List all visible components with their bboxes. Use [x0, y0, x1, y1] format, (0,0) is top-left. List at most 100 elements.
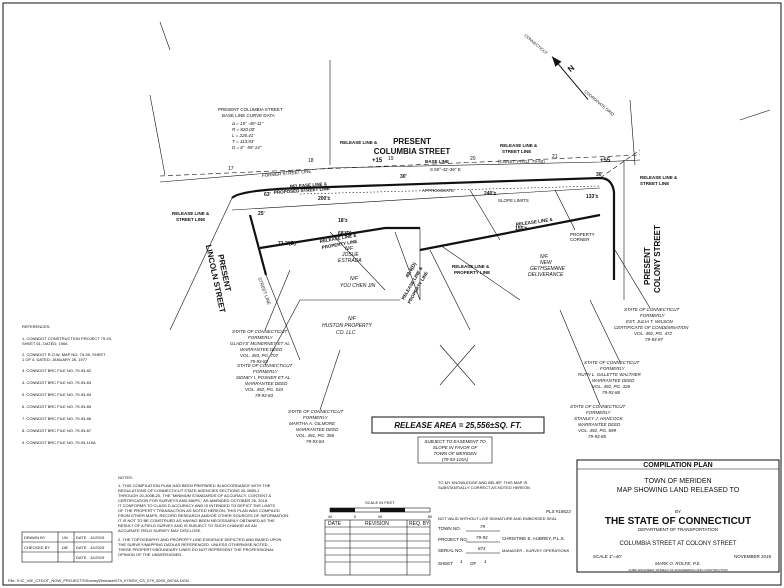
certification-line: TO MY KNOWLEDGE AND BELIEF, THIS MAP IS [438, 480, 528, 485]
notes-title: NOTES: [118, 475, 133, 480]
deed-martha-line: STATE OF CONNECTICUT [288, 409, 345, 414]
deed-hancock-line: WARRANTEE DEED [578, 422, 621, 427]
dim-18: 18'± [338, 218, 348, 224]
owner-josue-1: N/F [345, 246, 354, 252]
deed-hancock-line: FORMERLY [586, 410, 612, 415]
dim-71: 71.2'(D) [278, 241, 296, 247]
reference-item: 4. CONNDOT BRC FILE NO. 79-93-83 [22, 380, 92, 385]
deed-walther-line: STATE OF CONNECTICUT [584, 360, 641, 365]
deed-gladys-line: VOL. 493, PG. 707 [240, 353, 279, 358]
scale-tick: 80 [428, 514, 433, 519]
third-date: 11/2019 [90, 555, 105, 560]
callout-property-2b: PROPERTY LINE [454, 270, 490, 275]
property-corner-label-2: CORNER [570, 237, 590, 242]
reference-item: SHEET 61, DATED: 1966 [22, 341, 68, 346]
deed-martha-line: VOL. 491, PG. 356 [296, 433, 335, 438]
lincoln-street-line-label: STREET LINE [257, 277, 272, 306]
station-15: +15 [372, 158, 383, 164]
deed-sidney: STATE OF CONNECTICUT FORMERLY SIDNEY I. … [236, 363, 294, 398]
callout-columbia-right-2: STREET LINE [502, 149, 531, 154]
revision-header-revision: REVISION [365, 521, 389, 527]
columbia-street-label-2: COLUMBIA STREET [374, 147, 451, 156]
callout-property-4a: RELEASE LINE & [515, 217, 553, 227]
note-line: THROUGH 20-300B-20, THE "MINIMUM STANDAR… [118, 493, 271, 498]
station-19: 19 [388, 156, 394, 162]
project-no-value: 79-93 [476, 535, 488, 540]
note-line: ACCURATE FIELD SURVEY MAY DISCLOSE. [118, 528, 201, 533]
station-21: 21 [552, 154, 558, 160]
engineer-name: MARK O. ROLFE, P.E. [655, 561, 701, 566]
plan-date: NOVEMBER 2019 [734, 554, 772, 559]
note-line: THESE PROPERTY/BOUNDARY LINES DO NOT REP… [118, 547, 275, 552]
file-path: File: X:\C_VIE_CTDOT_NOW_PROJECTS\Survey… [8, 578, 189, 583]
colony-street-label-2: COLONY STREET [653, 225, 662, 293]
scale-segment-1 [330, 508, 355, 512]
town-title: TOWN OF MERIDEN [644, 478, 711, 485]
note-line: IT CONFORMS TO CLASS D ACCURACY AND IS I… [118, 503, 275, 508]
release-line-main [231, 176, 616, 280]
scale-tick: 40 [378, 514, 383, 519]
checked-by-date-label: DATE [76, 545, 87, 550]
location-title: COLUMBIA STREET AT COLONY STREET [620, 541, 737, 547]
deed-wilson-line: VOL. 492, PG. 472 [634, 331, 673, 336]
by-label: BY [675, 509, 681, 514]
deed-wilson-line: FORMERLY [640, 313, 666, 318]
property-release-line-2 [419, 213, 601, 252]
deed-gladys-line: STATE OF CONNECTICUT [232, 329, 289, 334]
scale-bar: SCALE IN FEET 40 0 40 80 [328, 500, 433, 519]
notes-block: NOTES: 1. THIS COMPILATION PLAN HAS BEEN… [118, 475, 289, 557]
drawn-by-label: DRAWN BY [24, 535, 46, 540]
note-line: IT IS NOT TO BE CONSTRUED AS HAVING BEEN… [118, 518, 275, 523]
easement-box [417, 436, 493, 464]
callout-right-2: STREET LINE [640, 181, 669, 186]
revision-block: DATE REVISION REQ. BY [324, 519, 431, 576]
checked-by-date: 11/2019 [90, 545, 105, 550]
third-date-label: DATE [76, 555, 87, 560]
easement-line: (79-93-115A) [442, 457, 469, 462]
sheet-of-label: OF [470, 561, 477, 566]
lot-line-7 [439, 244, 521, 301]
dim-68: 68'(D) [338, 231, 352, 237]
signature-note: NOT VALID WITHOUT LIVE SIGNATURE AND EMB… [438, 516, 558, 521]
ref-leader-4 [159, 21, 171, 51]
owner-you-chen-2: YOU CHEN JIN [340, 283, 376, 289]
deed-walther-line: FORMERLY [600, 366, 626, 371]
curve-delta: Δ = 15° -49'-11" [231, 121, 264, 126]
lot-line-6 [554, 189, 576, 231]
reference-item: 5. CONNDOT BRC FILE NO. 79-93-84 [22, 392, 92, 397]
deed-sidney-line: VOL. 492, PG. 534 [245, 387, 284, 392]
deed-hancock: STATE OF CONNECTICUT FORMERLY STANLEY J.… [570, 404, 627, 439]
pls-number: PLS #18623 [546, 509, 571, 514]
sheet-value: 1 [460, 559, 463, 564]
curve-radius: R = 820.00' [232, 127, 255, 132]
callout-property-1a: RELEASE LINE & [319, 232, 357, 244]
callout-proposed-1: RELEASE LINE & [290, 181, 328, 189]
dim-30a: 30' [400, 174, 407, 180]
dim-30b: 30' [596, 172, 603, 178]
reference-item: 7. CONNDOT BRC FILE NO. 79-93-86 [22, 416, 92, 421]
colony-ramp-line [599, 149, 641, 179]
callout-property-2a: RELEASE LINE & [452, 264, 490, 269]
serial-no-value: 874 [478, 546, 486, 551]
release-area-box [371, 416, 545, 434]
station-20: 20 [470, 156, 476, 162]
lincoln-street-west-line [169, 197, 233, 331]
proposed-street-line [231, 187, 601, 211]
lincoln-release-line [248, 214, 268, 276]
scale-segment-2 [380, 508, 405, 512]
curve-data-title-1: PRESENT COLUMBIA STREET [218, 107, 283, 112]
const-proj-label: (CONST. PROJ. 79-93) [498, 159, 545, 164]
state-title: THE STATE OF CONNECTICUT [605, 516, 751, 527]
deed-walther-line: RUTH L. GILLETTE WALTHER [578, 372, 642, 377]
former-street-line-label: FORMER STREET LINE [262, 169, 312, 178]
owner-gethsemane-1: N/F [540, 254, 549, 260]
deed-leaders [264, 249, 651, 411]
deed-gladys-line: WARRANTEE DEED [240, 347, 283, 352]
scale-label: SCALE IN FEET [365, 500, 395, 505]
note-line: CERTIFICATION FOR SURVEYS AND MAPS," AS … [118, 498, 268, 503]
drawn-by-frame [21, 531, 113, 563]
ref-leader-3 [629, 99, 636, 166]
lot-x-mark [439, 344, 476, 386]
dim-63: 63' [264, 192, 271, 198]
